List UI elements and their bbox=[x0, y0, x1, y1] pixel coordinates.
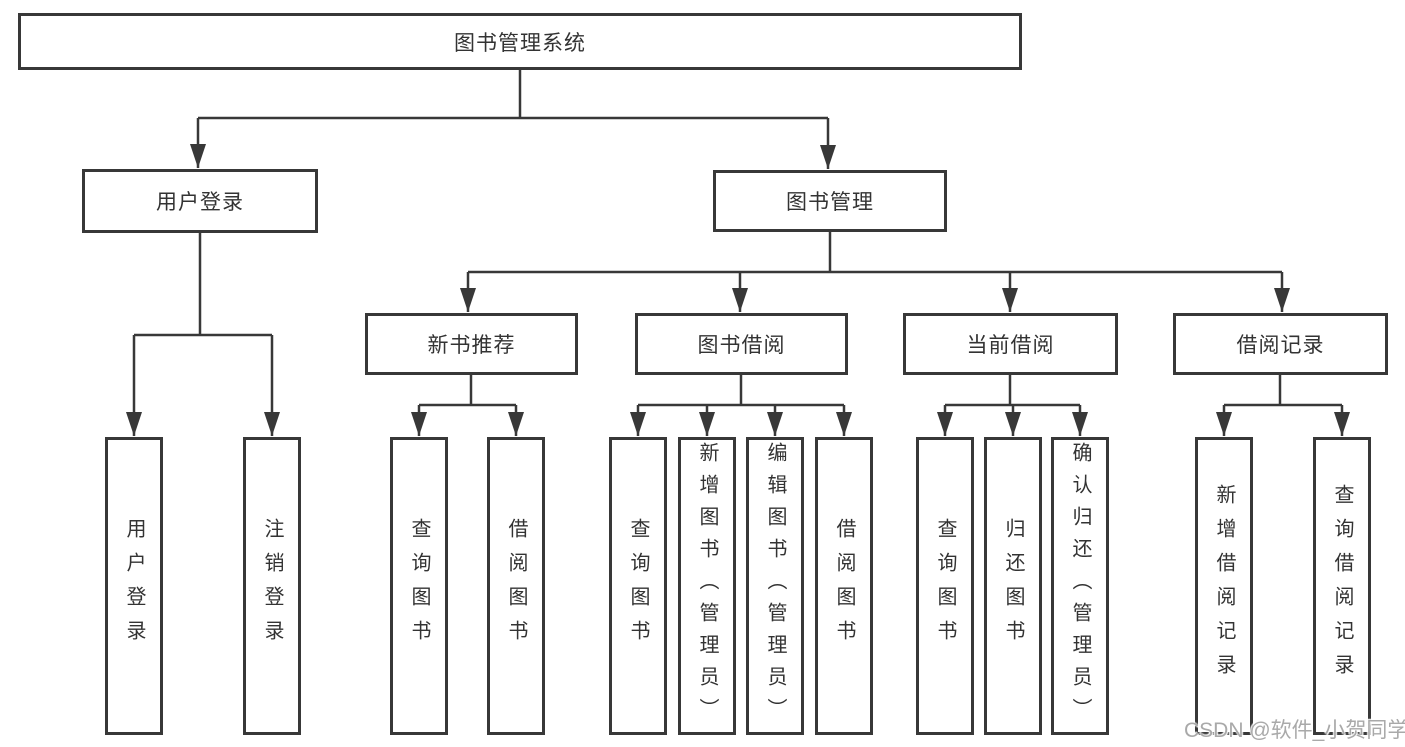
node-label: 当前借阅 bbox=[966, 334, 1055, 357]
node-borrowing-records: 借阅记录 bbox=[1173, 313, 1388, 375]
node-nb-borrow-books: 借阅图书 bbox=[487, 437, 545, 735]
csdn-watermark: CSDN @软件_小贺同学 bbox=[1184, 719, 1405, 742]
node-br-query-record: 查询借阅记录 bbox=[1313, 437, 1371, 735]
node-bb-edit-books-admin: 编辑图书（管理员） bbox=[746, 437, 804, 735]
node-new-book-recommend: 新书推荐 bbox=[365, 313, 578, 375]
node-book-management: 图书管理 bbox=[713, 170, 947, 232]
node-label: 借阅图书 bbox=[833, 518, 855, 654]
node-label: 查询图书 bbox=[934, 518, 956, 654]
node-bb-add-books-admin: 新增图书（管理员） bbox=[678, 437, 736, 735]
node-label: 查询借阅记录 bbox=[1331, 484, 1353, 688]
node-book-borrowing: 图书借阅 bbox=[635, 313, 848, 375]
node-br-add-record: 新增借阅记录 bbox=[1195, 437, 1253, 735]
node-bb-query-books: 查询图书 bbox=[609, 437, 667, 735]
node-label: 借阅图书 bbox=[505, 518, 527, 654]
node-label: 新书推荐 bbox=[427, 334, 516, 357]
node-label: 注销登录 bbox=[261, 518, 283, 654]
node-label: 图书管理系统 bbox=[454, 31, 586, 55]
node-cb-return-books: 归还图书 bbox=[984, 437, 1042, 735]
node-current-borrowing: 当前借阅 bbox=[903, 313, 1118, 375]
node-cb-query-books: 查询图书 bbox=[916, 437, 974, 735]
node-nb-query-books: 查询图书 bbox=[390, 437, 448, 735]
node-label: 确认归还（管理员） bbox=[1069, 442, 1091, 730]
node-label: 编辑图书（管理员） bbox=[764, 442, 786, 730]
node-logout: 注销登录 bbox=[243, 437, 301, 735]
node-label: 新增借阅记录 bbox=[1213, 484, 1235, 688]
node-label: 图书管理 bbox=[786, 191, 874, 214]
node-label: 新增图书（管理员） bbox=[696, 442, 718, 730]
node-label: 归还图书 bbox=[1002, 518, 1024, 654]
node-library-system: 图书管理系统 bbox=[18, 13, 1022, 70]
node-bb-borrow-books: 借阅图书 bbox=[815, 437, 873, 735]
node-label: 用户登录 bbox=[123, 518, 145, 654]
node-user-login-leaf: 用户登录 bbox=[105, 437, 163, 735]
node-label: 用户登录 bbox=[156, 191, 244, 214]
node-cb-confirm-return-admin: 确认归还（管理员） bbox=[1051, 437, 1109, 735]
node-label: 查询图书 bbox=[627, 518, 649, 654]
node-label: 查询图书 bbox=[408, 518, 430, 654]
node-label: 图书借阅 bbox=[697, 334, 786, 357]
node-label: 借阅记录 bbox=[1236, 334, 1325, 357]
node-user-login: 用户登录 bbox=[82, 169, 318, 233]
